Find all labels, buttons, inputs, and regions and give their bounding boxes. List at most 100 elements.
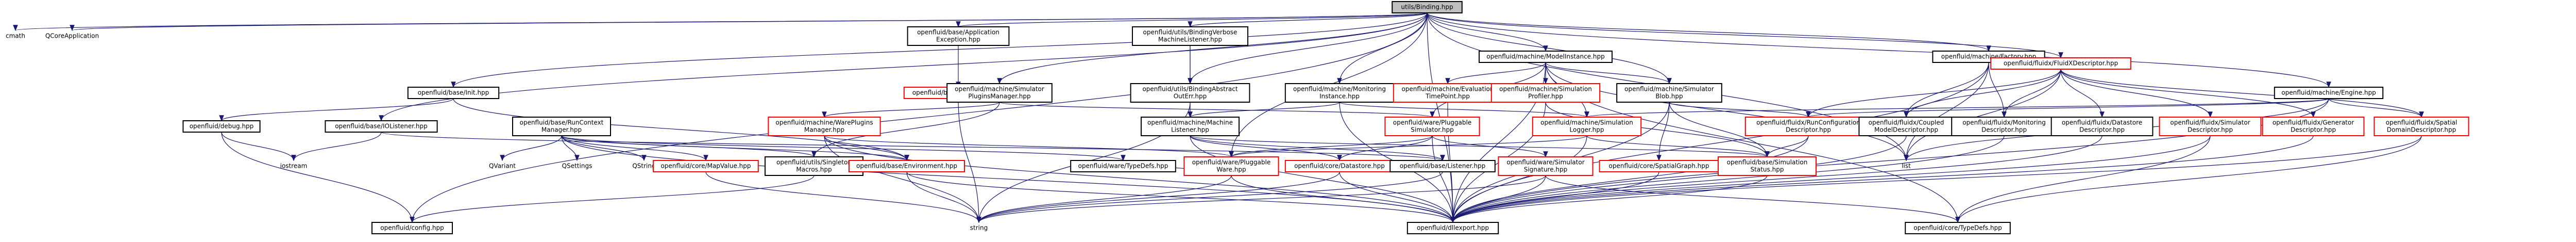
edge-pluggablesimulator-to-dllexport	[1432, 135, 1455, 223]
edge-wareplugins-to-environment	[824, 135, 909, 162]
edge-monitoringdesc-to-dllexport	[1450, 135, 2005, 223]
node-datastore[interactable]: openfluid/core/Datastore.hpp	[1284, 160, 1395, 172]
node-simpluginsmanager[interactable]: openfluid/machine/SimulatorPluginsManage…	[946, 83, 1053, 103]
node-label-spatialdomaindesc: DomainDescriptor.hpp	[2387, 126, 2456, 134]
node-cmath[interactable]: cmath	[6, 33, 25, 40]
node-coretypedefs[interactable]: openfluid/core/TypeDefs.hpp	[1905, 222, 2011, 234]
node-box-basefile	[407, 87, 500, 99]
node-label-simulatordesc: openfluid/fluidx/Simulator	[2170, 119, 2250, 126]
node-label-bindingabstractout: OutErr.hpp	[1174, 93, 1207, 100]
node-label-simlogger: Logger.hpp	[1570, 126, 1604, 134]
node-label-list: list	[1902, 163, 1911, 170]
node-bindingabstractout[interactable]: openfluid/utils/BindingAbstractOutErr.hp…	[1130, 83, 1250, 103]
node-engine[interactable]: openfluid/machine/Engine.hpp	[2274, 87, 2384, 99]
node-iostream[interactable]: iostream	[280, 163, 308, 170]
edge-machinefactory-to-coupledmodeldesc	[1904, 62, 1989, 118]
node-box-mapvalue	[653, 160, 759, 172]
edge-debug-to-config	[221, 132, 415, 223]
node-label-string: string	[970, 224, 988, 232]
node-label-environment: openfluid/base/Environment.hpp	[856, 163, 957, 170]
edge-spatialdomaindesc-to-coretypedefs	[1955, 135, 2422, 223]
node-label-monitoringdesc: Descriptor.hpp	[1981, 126, 2027, 134]
node-qstring[interactable]: QString	[632, 163, 655, 170]
edge-fluiddescriptor-to-runconfigdesc	[1806, 69, 2061, 118]
node-box-modelinstance	[1479, 51, 1613, 63]
node-spatialgraph[interactable]: openfluid/core/SpatialGraph.hpp	[1599, 160, 1719, 172]
node-machinelistener[interactable]: openfluid/machine/MachineListener.hpp	[1141, 117, 1240, 136]
node-basefile[interactable]: openfluid/base/Init.hpp	[407, 87, 500, 99]
node-label-simblob: Blob.hpp	[1655, 93, 1683, 100]
node-label-coretypedefs: openfluid/core/TypeDefs.hpp	[1913, 224, 2002, 232]
edge-datastoredesc-to-dllexport	[1450, 135, 2103, 223]
node-spatialdomaindesc[interactable]: openfluid/fluidx/SpatialDomainDescriptor…	[2374, 117, 2469, 136]
node-label-monitoringdesc: openfluid/fluidx/Monitoring	[1962, 119, 2046, 126]
node-mapvalue[interactable]: openfluid/core/MapValue.hpp	[653, 160, 759, 172]
node-runconfigdesc[interactable]: openfluid/fluidx/RunConfigurationDescrip…	[1744, 117, 1872, 136]
node-box-config	[371, 222, 453, 234]
node-fluiddescriptor[interactable]: openfluid/fluidx/FluidXDescriptor.hpp	[1990, 57, 2131, 70]
node-label-waretypedefs: openfluid/ware/TypeDefs.hpp	[1078, 163, 1168, 170]
node-qsettings[interactable]: QSettings	[562, 163, 592, 170]
edge-simulatordesc-to-coretypedefs	[1955, 135, 2211, 223]
edge-mapvalue-to-string	[705, 171, 981, 223]
node-coupledmodeldesc[interactable]: openfluid/fluidx/CoupledModelDescriptor.…	[1858, 117, 1954, 136]
edge-monitoringinstance-to-simlogger	[1339, 102, 1589, 118]
node-baselistener[interactable]: openfluid/base/Listener.hpp	[1389, 160, 1496, 172]
edge-pluggablesimulator-to-simsignature	[1432, 135, 1548, 158]
node-label-dllexport: openfluid/dllexport.hpp	[1417, 224, 1489, 232]
node-label-root: utils/Binding.hpp	[1401, 4, 1453, 11]
node-tolistener[interactable]: openfluid/base/IOListener.hpp	[325, 120, 438, 133]
node-label-singletonmacros: openfluid/utils/Singleton	[776, 159, 852, 166]
node-debug[interactable]: openfluid/debug.hpp	[182, 120, 261, 133]
edge-fluiddescriptor-to-coupledmodeldesc	[1904, 69, 2061, 118]
node-label-iostream: iostream	[280, 163, 308, 170]
edge-spatialgraph-to-dllexport	[1450, 171, 1659, 223]
node-evaltimepoint[interactable]: openfluid/machine/EvaluationTimePoint.hp…	[1393, 83, 1503, 103]
node-monitoringdesc[interactable]: openfluid/fluidx/MonitoringDescriptor.hp…	[1951, 117, 2057, 136]
node-label-pluggablesimulator: Simulator.hpp	[1411, 126, 1453, 134]
node-box-singletonmacros	[765, 156, 863, 176]
node-dllexport[interactable]: openfluid/dllexport.hpp	[1406, 222, 1499, 234]
edge-wareplugins-to-string	[824, 135, 981, 223]
node-string[interactable]: string	[970, 224, 988, 232]
edge-machinelistener-to-dllexport	[1190, 135, 1455, 223]
node-box-pluggablesimulator	[1384, 117, 1480, 136]
node-label-pluggableware: Ware.hpp	[1216, 166, 1246, 173]
node-qvariant[interactable]: QVariant	[489, 163, 516, 170]
node-box-generatordesc	[2262, 117, 2365, 136]
node-label-cmath: cmath	[6, 33, 25, 40]
node-environment[interactable]: openfluid/base/Environment.hpp	[849, 160, 965, 172]
node-list[interactable]: list	[1902, 163, 1911, 170]
node-machinelistener_binding[interactable]: openfluid/utils/BindingVerboseMachineLis…	[1132, 26, 1248, 46]
node-label-runconfigdesc: openfluid/fluidx/RunConfiguration	[1756, 119, 1860, 126]
edge-root-to-simblob	[1427, 12, 1672, 85]
node-label-evaltimepoint: TimePoint.hpp	[1425, 93, 1470, 100]
edge-simlogger-to-pluggableware	[1229, 135, 1587, 158]
edge-baselistener-to-string	[976, 171, 1443, 223]
node-config[interactable]: openfluid/config.hpp	[371, 222, 453, 234]
node-root[interactable]: utils/Binding.hpp	[1392, 1, 1463, 13]
edge-basefile-to-debug	[219, 98, 454, 122]
node-qcoreapplication[interactable]: QCoreApplication	[45, 33, 99, 40]
node-label-machinelistener: Listener.hpp	[1171, 126, 1209, 134]
node-waretypedefs[interactable]: openfluid/ware/TypeDefs.hpp	[1070, 160, 1176, 172]
node-label-appexception: openfluid/base/Application	[917, 29, 999, 36]
node-label-pluggableware: openfluid/ware/Pluggable	[1192, 159, 1270, 166]
node-modelinstance[interactable]: openfluid/machine/ModelInstance.hpp	[1479, 51, 1613, 63]
